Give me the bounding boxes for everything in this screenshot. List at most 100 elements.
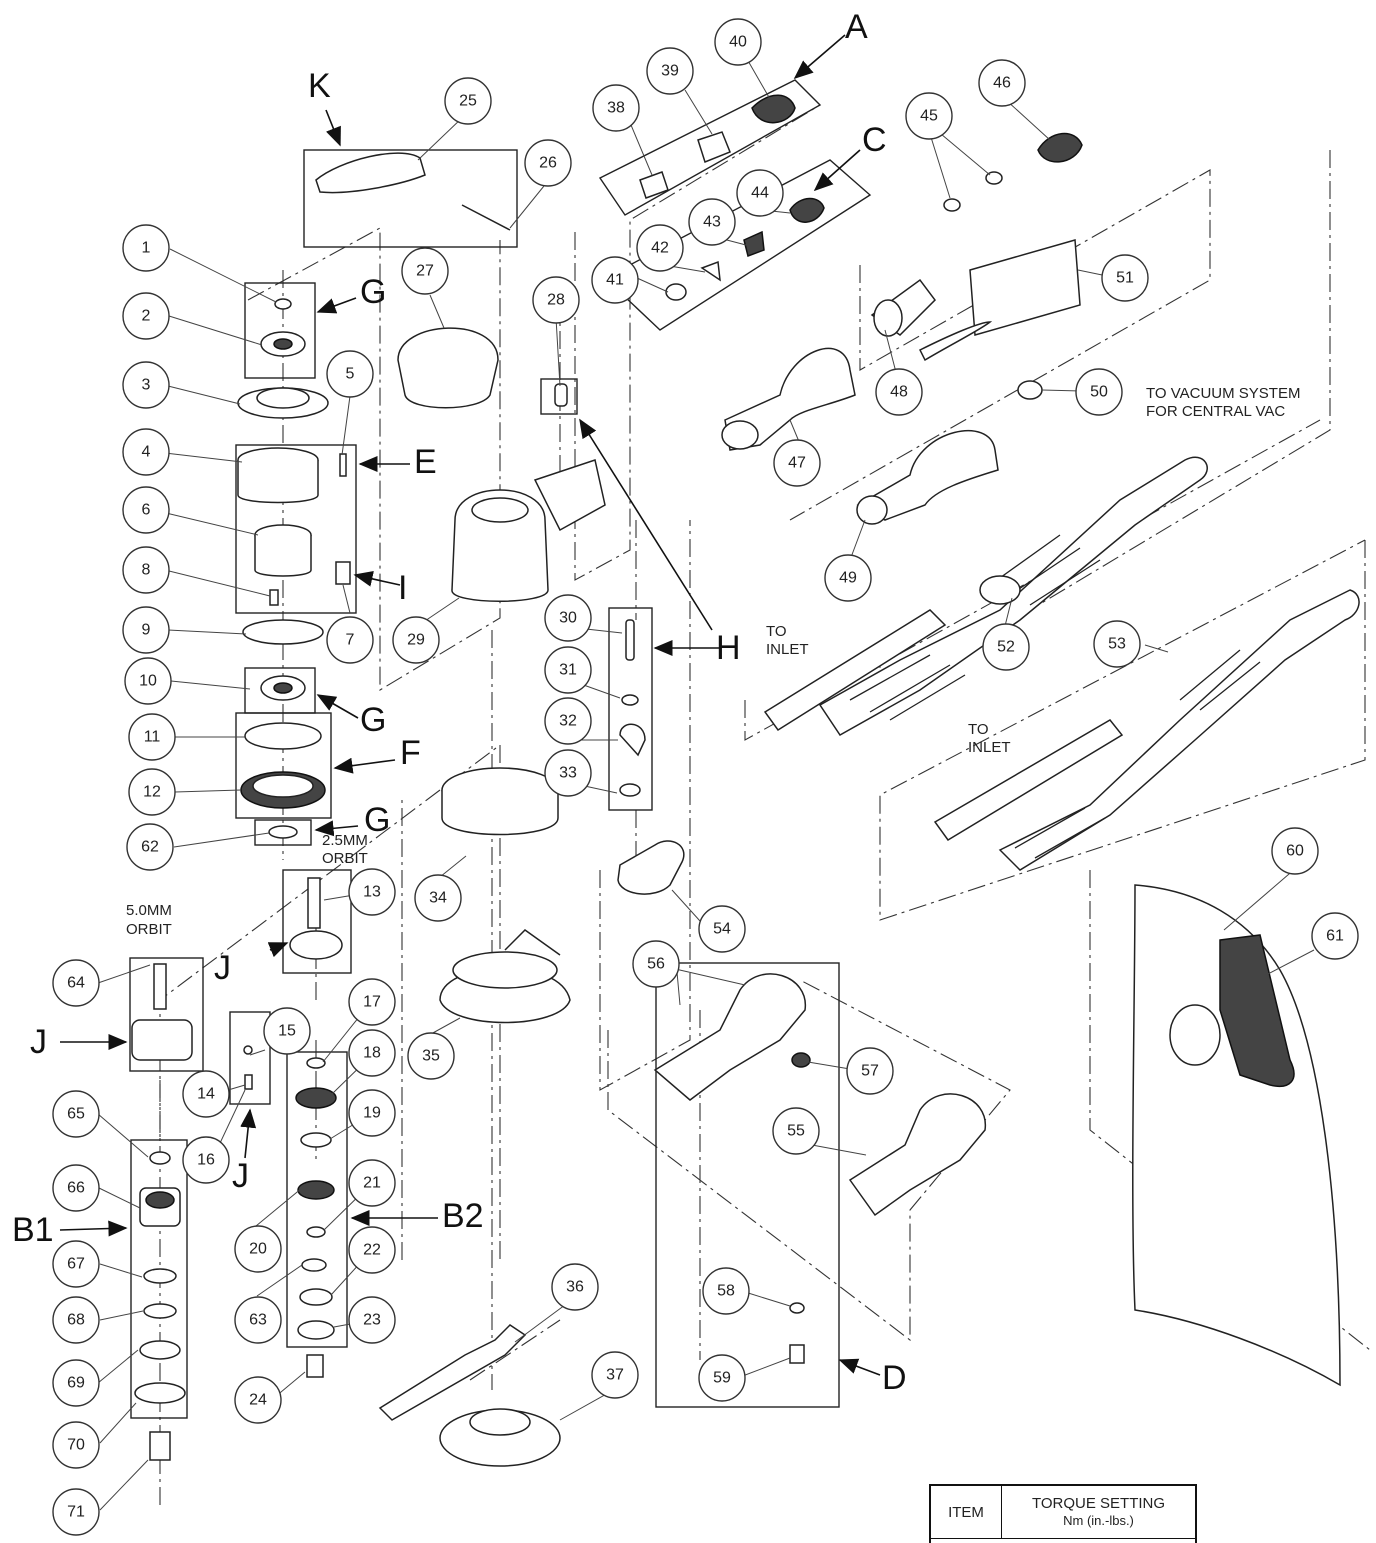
group-letters: A C K G E I G F G H J J J B1 B2 D: [12, 8, 907, 1397]
callout-14: 14: [182, 1070, 230, 1118]
callout-number: 32: [559, 713, 577, 730]
callout-circle: [182, 1136, 230, 1184]
callout-circle: [348, 1089, 396, 1137]
note-orbit-50-line2: ORBIT: [126, 921, 172, 938]
callout-circle: [52, 1488, 100, 1536]
table-torque-title: TORQUE SETTING: [1031, 1495, 1166, 1512]
callout-circle: [122, 486, 170, 534]
callout-7: 7: [326, 616, 374, 664]
callout-circle: [52, 1296, 100, 1344]
callout-33: 33: [544, 749, 592, 797]
callout-circle: [52, 1164, 100, 1212]
callout-number: 52: [997, 639, 1015, 656]
callout-number: 35: [422, 1048, 440, 1065]
callout-number: 44: [751, 185, 769, 202]
callout-62: 62: [126, 823, 174, 871]
callout-circle: [702, 1267, 750, 1315]
letter-g-low: G: [364, 801, 390, 839]
letter-g-top: G: [360, 273, 386, 311]
callout-number: 7: [346, 632, 355, 649]
callout-28: 28: [532, 276, 580, 324]
callout-61: 61: [1311, 912, 1359, 960]
callout-number: 60: [1286, 843, 1304, 860]
callout-circle: [736, 169, 784, 217]
callout-23: 23: [348, 1296, 396, 1344]
callout-circle: [1311, 912, 1359, 960]
callout-13: 13: [348, 868, 396, 916]
callout-number: 47: [788, 455, 806, 472]
callout-number: 63: [249, 1312, 267, 1329]
callout-number: 67: [67, 1256, 85, 1273]
callout-number: 14: [197, 1086, 215, 1103]
callout-9: 9: [122, 606, 170, 654]
callout-42: 42: [636, 224, 684, 272]
callout-number: 24: [249, 1392, 267, 1409]
callout-38: 38: [592, 84, 640, 132]
callout-circle: [982, 623, 1030, 671]
callout-circle: [128, 768, 176, 816]
callout-26: 26: [524, 139, 572, 187]
note-vac-line2: FOR CENTRAL VAC: [1146, 403, 1285, 420]
callout-number: 36: [566, 1279, 584, 1296]
callout-circle: [122, 361, 170, 409]
callout-8: 8: [122, 546, 170, 594]
callout-41: 41: [591, 256, 639, 304]
callout-35: 35: [407, 1032, 455, 1080]
callout-circle: [698, 1354, 746, 1402]
callout-36: 36: [551, 1263, 599, 1311]
callout-number: 18: [363, 1045, 381, 1062]
callout-37: 37: [591, 1351, 639, 1399]
callout-circle: [551, 1263, 599, 1311]
callout-circle: [52, 1421, 100, 1469]
letter-j-upper: J: [214, 949, 231, 987]
callout-number: 61: [1326, 928, 1344, 945]
letter-d: D: [882, 1359, 907, 1397]
note-inlet-lower-line2: INLET: [968, 739, 1011, 756]
callout-circle: [182, 1070, 230, 1118]
callout-number: 2: [142, 308, 151, 325]
callout-number: 42: [651, 240, 669, 257]
parts-artwork: [131, 94, 1360, 1467]
table-torque-header: TORQUE SETTING Nm (in.-lbs.): [1002, 1486, 1195, 1538]
callout-30: 30: [544, 594, 592, 642]
callout-number: 53: [1108, 636, 1126, 653]
callout-53: 53: [1093, 620, 1141, 668]
callout-number: 71: [67, 1504, 85, 1521]
callout-circle: [524, 139, 572, 187]
callout-number: 57: [861, 1063, 879, 1080]
callout-circle: [632, 940, 680, 988]
callout-71: 71: [52, 1488, 100, 1536]
letter-h: H: [716, 629, 741, 667]
callout-circle: [263, 1007, 311, 1055]
callout-circle: [875, 368, 923, 416]
callout-circle: [544, 646, 592, 694]
callout-circle: [348, 868, 396, 916]
callout-circle: [414, 874, 462, 922]
callout-circle: [407, 1032, 455, 1080]
callout-circle: [326, 350, 374, 398]
callout-number: 27: [416, 263, 434, 280]
callout-circle: [401, 247, 449, 295]
callout-50: 50: [1075, 368, 1123, 416]
callout-number: 15: [278, 1023, 296, 1040]
callout-circle: [773, 439, 821, 487]
callout-44: 44: [736, 169, 784, 217]
callout-circle: [52, 1090, 100, 1138]
callout-19: 19: [348, 1089, 396, 1137]
callout-number: 70: [67, 1437, 85, 1454]
letter-f: F: [400, 734, 421, 772]
callout-63: 63: [234, 1296, 282, 1344]
callout-circle: [646, 47, 694, 95]
callout-circle: [905, 92, 953, 140]
callout-number: 22: [363, 1242, 381, 1259]
callout-6: 6: [122, 486, 170, 534]
callout-circle: [714, 18, 762, 66]
callout-15: 15: [263, 1007, 311, 1055]
callout-4: 4: [122, 428, 170, 476]
callout-number: 21: [363, 1175, 381, 1192]
callout-circle: [122, 224, 170, 272]
callout-number: 9: [142, 622, 151, 639]
callout-circle: [1093, 620, 1141, 668]
callout-number: 49: [839, 570, 857, 587]
letter-i: I: [398, 569, 407, 607]
